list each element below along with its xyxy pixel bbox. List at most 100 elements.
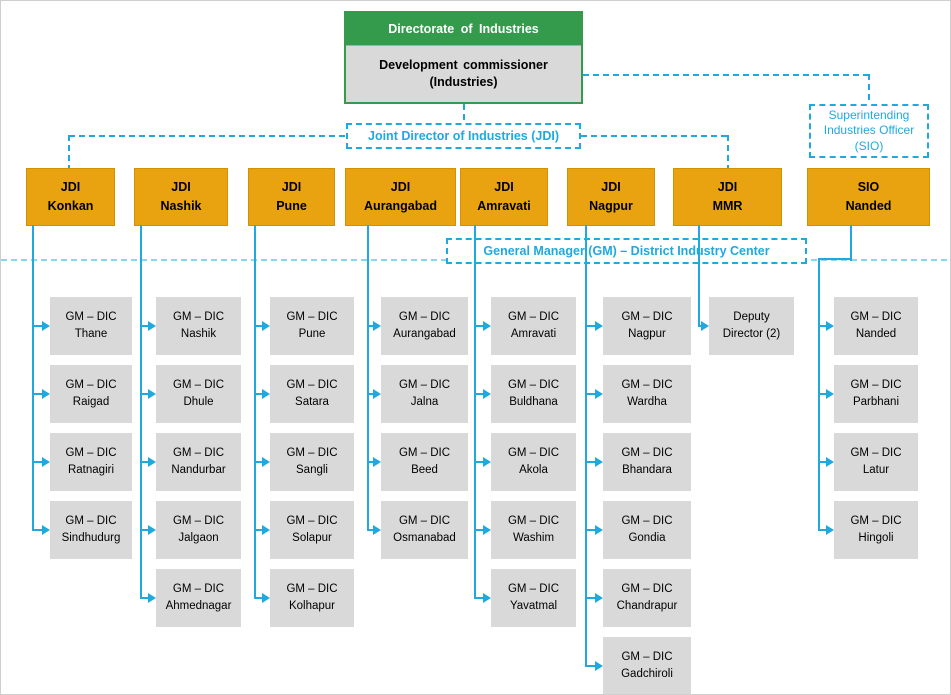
jdi-nashik-node: JDI Nashik xyxy=(134,168,228,226)
gm-dic-nanded-node: GM – DIC Nanded xyxy=(834,297,918,355)
connector-root-to-jdi-label xyxy=(463,104,465,123)
deputy-director-2-node: Deputy Director (2) xyxy=(709,297,794,355)
connector-branch-gm-dic-sindhudurg xyxy=(33,529,44,531)
gm-dic-dhule-node: GM – DIC Dhule xyxy=(156,365,241,423)
connector-branch-gm-dic-jalgaon xyxy=(141,529,150,531)
connector-trunk-sio-nanded xyxy=(850,225,852,261)
connector-branch-gm-dic-satara xyxy=(255,393,264,395)
connector-branch-gm-dic-osmanabad xyxy=(368,529,375,531)
connector-branch-gm-dic-chandrapur xyxy=(586,597,597,599)
connector-branch-gm-dic-gondia xyxy=(586,529,597,531)
connector-arrowhead-icon xyxy=(595,389,603,399)
connector-jdi-label-right xyxy=(581,135,729,137)
gm-dic-chandrapur-node: GM – DIC Chandrapur xyxy=(603,569,691,627)
connector-arrowhead-icon xyxy=(595,593,603,603)
connector-branch-gm-dic-buldhana xyxy=(475,393,485,395)
connector-arrowhead-icon xyxy=(826,321,834,331)
gm-dic-parbhani-node: GM – DIC Parbhani xyxy=(834,365,918,423)
connector-branch-gm-dic-thane xyxy=(33,325,44,327)
connector-arrowhead-icon xyxy=(42,389,50,399)
gm-dic-osmanabad-node: GM – DIC Osmanabad xyxy=(381,501,468,559)
connector-branch-gm-dic-sangli xyxy=(255,461,264,463)
connector-branch-gm-dic-ratnagiri xyxy=(33,461,44,463)
connector-branch-gm-dic-kolhapur xyxy=(255,597,264,599)
gm-dic-ahmednagar-node: GM – DIC Ahmednagar xyxy=(156,569,241,627)
connector-arrowhead-icon xyxy=(42,321,50,331)
connector-arrowhead-icon xyxy=(373,321,381,331)
gm-dic-bhandara-node: GM – DIC Bhandara xyxy=(603,433,691,491)
gm-dic-beed-node: GM – DIC Beed xyxy=(381,433,468,491)
connector-jdi-label-left xyxy=(69,135,346,137)
gm-dic-thane-node: GM – DIC Thane xyxy=(50,297,132,355)
connector-arrowhead-icon xyxy=(148,457,156,467)
connector-arrowhead-icon xyxy=(42,457,50,467)
gm-dic-wardha-node: GM – DIC Wardha xyxy=(603,365,691,423)
connector-branch-gm-dic-gadchiroli xyxy=(586,665,597,667)
directorate-title: Directorate of Industries xyxy=(346,13,581,45)
connector-root-to-sio xyxy=(583,74,870,76)
gm-dic-solapur-node: GM – DIC Solapur xyxy=(270,501,354,559)
connector-arrowhead-icon xyxy=(483,457,491,467)
connector-trunk-jdi-amravati xyxy=(474,225,476,599)
jdi-konkan-node: JDI Konkan xyxy=(26,168,115,226)
gm-dic-yavatmal-node: GM – DIC Yavatmal xyxy=(491,569,576,627)
gm-dic-kolhapur-node: GM – DIC Kolhapur xyxy=(270,569,354,627)
connector-arrowhead-icon xyxy=(701,321,709,331)
connector-branch-gm-dic-parbhani xyxy=(819,393,828,395)
connector-branch-gm-dic-akola xyxy=(475,461,485,463)
connector-arrowhead-icon xyxy=(595,457,603,467)
gm-dic-nagpur-node: GM – DIC Nagpur xyxy=(603,297,691,355)
gm-dic-ratnagiri-node: GM – DIC Ratnagiri xyxy=(50,433,132,491)
connector-trunk-jdi-pune xyxy=(254,225,256,599)
connector-arrowhead-icon xyxy=(373,457,381,467)
connector-branch-gm-dic-latur xyxy=(819,461,828,463)
connector-branch-gm-dic-nanded xyxy=(819,325,828,327)
connector-branch-gm-dic-nagpur xyxy=(586,325,597,327)
connector-arrowhead-icon xyxy=(262,525,270,535)
connector-branch-gm-dic-amravati xyxy=(475,325,485,327)
gm-dic-amravati-node: GM – DIC Amravati xyxy=(491,297,576,355)
connector-branch-gm-dic-solapur xyxy=(255,529,264,531)
connector-arrowhead-icon xyxy=(262,321,270,331)
gm-dic-akola-node: GM – DIC Akola xyxy=(491,433,576,491)
gm-dic-satara-node: GM – DIC Satara xyxy=(270,365,354,423)
connector-arrowhead-icon xyxy=(483,389,491,399)
gm-dic-jalna-node: GM – DIC Jalna xyxy=(381,365,468,423)
connector-arrowhead-icon xyxy=(483,321,491,331)
connector-arrowhead-icon xyxy=(262,457,270,467)
connector-sio-drop xyxy=(868,74,870,104)
gm-level-label: General Manager (GM) – District Industry… xyxy=(446,238,807,264)
connector-jdi-to-konkan xyxy=(68,135,70,168)
connector-branch-gm-dic-ahmednagar xyxy=(141,597,150,599)
gm-dic-nashik-node: GM – DIC Nashik xyxy=(156,297,241,355)
connector-trunk-jdi-mmr xyxy=(698,225,700,327)
gm-dic-hingoli-node: GM – DIC Hingoli xyxy=(834,501,918,559)
connector-arrowhead-icon xyxy=(483,525,491,535)
connector-branch-gm-dic-washim xyxy=(475,529,485,531)
gm-dic-aurangabad-node: GM – DIC Aurangabad xyxy=(381,297,468,355)
gm-dic-nandurbar-node: GM – DIC Nandurbar xyxy=(156,433,241,491)
connector-branch-gm-dic-yavatmal xyxy=(475,597,485,599)
connector-arrowhead-icon xyxy=(373,525,381,535)
connector-branch-gm-dic-dhule xyxy=(141,393,150,395)
connector-branch-gm-dic-wardha xyxy=(586,393,597,395)
sio-officer-label: Superintending Industries Officer (SIO) xyxy=(809,104,929,158)
jdi-aurangabad-node: JDI Aurangabad xyxy=(345,168,456,226)
gm-dic-raigad-node: GM – DIC Raigad xyxy=(50,365,132,423)
development-commissioner-box: Development commissioner (Industries) xyxy=(346,45,581,102)
connector-arrowhead-icon xyxy=(595,525,603,535)
gm-dic-buldhana-node: GM – DIC Buldhana xyxy=(491,365,576,423)
connector-arrowhead-icon xyxy=(826,525,834,535)
connector-branch-gm-dic-nashik xyxy=(141,325,150,327)
connector-arrowhead-icon xyxy=(148,593,156,603)
directorate-box: Directorate of Industries Development co… xyxy=(344,11,583,104)
connector-arrowhead-icon xyxy=(148,525,156,535)
connector-branch-gm-dic-aurangabad xyxy=(368,325,375,327)
jdi-amravati-node: JDI Amravati xyxy=(460,168,548,226)
connector-arrowhead-icon xyxy=(148,389,156,399)
connector-trunk-jdi-konkan xyxy=(32,225,34,531)
connector-trunk-jdi-aurangabad xyxy=(367,225,369,531)
connector-arrowhead-icon xyxy=(483,593,491,603)
connector-arrowhead-icon xyxy=(262,389,270,399)
connector-arrowhead-icon xyxy=(262,593,270,603)
